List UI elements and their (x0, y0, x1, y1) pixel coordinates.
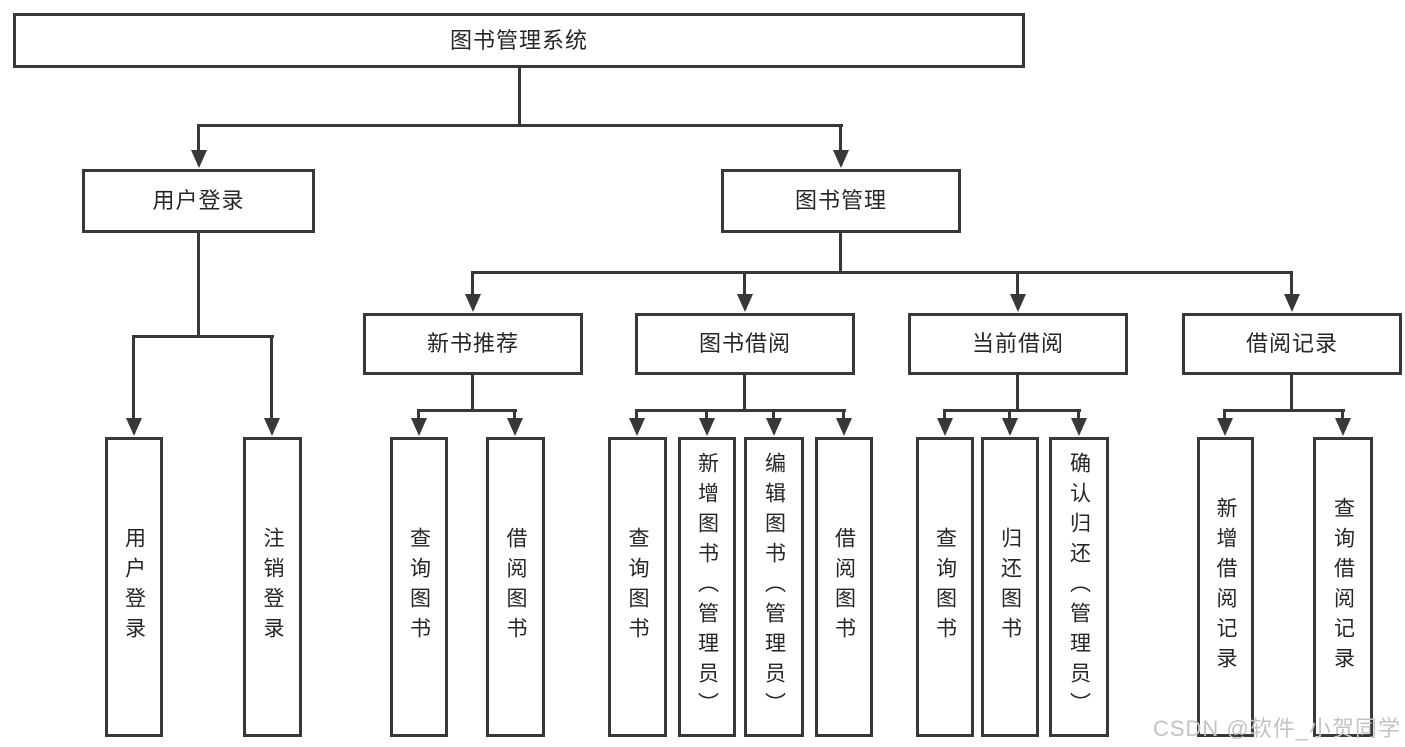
connector-stem (1341, 409, 1344, 419)
leaf-current-query-label: 查询图书 (933, 527, 957, 647)
leaf-records-query-label: 查询借阅记录 (1331, 497, 1355, 677)
leaf-borrow-edit-admin: 编辑图书（管理员） (744, 437, 804, 737)
leaf-borrow-query: 查询图书 (608, 437, 667, 737)
node-borrow-records: 借阅记录 (1182, 313, 1402, 375)
connector-newbook-bar (417, 409, 517, 412)
leaf-borrow-borrow: 借阅图书 (815, 437, 873, 737)
arrow-down-icon (1071, 418, 1087, 436)
arrow-down-icon (699, 418, 715, 436)
arrow-down-icon (766, 418, 782, 436)
leaf-newbook-borrow: 借阅图书 (486, 437, 545, 737)
leaf-borrow-query-label: 查询图书 (626, 527, 649, 647)
connector-current-bar (943, 409, 1081, 412)
connector-borrow-stub (743, 375, 746, 409)
connector-stem (772, 409, 775, 419)
connector-stem (1290, 271, 1293, 295)
arrow-down-icon (1002, 418, 1018, 436)
connector-current-stub (1016, 375, 1019, 409)
connector-stem (705, 409, 708, 419)
connector-stem (471, 271, 474, 295)
arrow-down-icon (833, 150, 849, 168)
leaf-newbook-query: 查询图书 (390, 437, 448, 737)
node-current-borrow-label: 当前借阅 (971, 331, 1064, 356)
arrow-down-icon (1335, 418, 1351, 436)
leaf-current-confirm-admin-label: 确认归还（管理员） (1067, 452, 1091, 722)
connector-bookmgmt-stub (839, 233, 842, 271)
connector-stem (743, 271, 746, 295)
connector-stem (1016, 271, 1019, 295)
connector-records-bar (1223, 409, 1345, 412)
arrow-down-icon (507, 418, 523, 436)
connector-stem (513, 409, 516, 419)
leaf-user-login: 用户登录 (105, 437, 163, 737)
connector-stem (1223, 409, 1226, 419)
arrow-down-icon (465, 294, 481, 312)
connector-stem (1008, 409, 1011, 419)
leaf-borrow-add-admin-label: 新增图书（管理员） (695, 452, 719, 722)
node-borrow-records-label: 借阅记录 (1245, 331, 1338, 356)
leaf-user-login-label: 用户登录 (122, 527, 146, 647)
leaf-borrow-borrow-label: 借阅图书 (832, 527, 856, 647)
connector-stem (1077, 409, 1080, 419)
arrow-down-icon (1284, 294, 1300, 312)
node-book-borrow: 图书借阅 (635, 313, 855, 375)
leaf-newbook-query-label: 查询图书 (407, 527, 431, 647)
node-current-borrow: 当前借阅 (908, 313, 1128, 375)
connector-root-bar (197, 124, 843, 127)
node-book-management-label: 图书管理 (794, 188, 887, 213)
node-root: 图书管理系统 (13, 13, 1025, 68)
leaf-records-add: 新增借阅记录 (1197, 437, 1254, 737)
leaf-current-confirm-admin: 确认归还（管理员） (1049, 437, 1109, 737)
connector-root-stub (518, 66, 521, 124)
leaf-logout-label: 注销登录 (261, 527, 284, 647)
leaf-borrow-add-admin: 新增图书（管理员） (678, 437, 736, 737)
leaf-records-add-label: 新增借阅记录 (1214, 497, 1237, 677)
connector-stem (635, 409, 638, 419)
connector-borrow-bar (635, 409, 846, 412)
leaf-newbook-borrow-label: 借阅图书 (504, 527, 527, 647)
node-root-label: 图书管理系统 (449, 27, 588, 53)
connector-stem (197, 124, 200, 151)
connector-userlogin-stub (197, 233, 200, 335)
leaf-logout: 注销登录 (243, 437, 302, 737)
arrow-down-icon (1217, 418, 1233, 436)
connector-records-stub (1290, 375, 1293, 409)
arrow-down-icon (264, 418, 280, 436)
leaf-current-return-label: 归还图书 (998, 527, 1022, 647)
arrow-down-icon (191, 150, 207, 168)
leaf-current-return: 归还图书 (981, 437, 1039, 737)
node-new-book-recommend-label: 新书推荐 (426, 331, 519, 356)
leaf-current-query: 查询图书 (916, 437, 974, 737)
arrow-down-icon (629, 418, 645, 436)
connector-stem (943, 409, 946, 419)
connector-stem (417, 409, 420, 419)
connector-stem (270, 335, 273, 419)
connector-newbook-stub (471, 375, 474, 409)
arrow-down-icon (836, 418, 852, 436)
connector-stem (132, 335, 135, 419)
node-new-book-recommend: 新书推荐 (363, 313, 583, 375)
arrow-down-icon (737, 294, 753, 312)
node-user-login: 用户登录 (82, 169, 315, 233)
arrow-down-icon (411, 418, 427, 436)
arrow-down-icon (1010, 294, 1026, 312)
arrow-down-icon (937, 418, 953, 436)
connector-userlogin-bar (132, 335, 274, 338)
leaf-records-query: 查询借阅记录 (1313, 437, 1373, 737)
node-user-login-label: 用户登录 (152, 188, 245, 213)
node-book-management: 图书管理 (721, 169, 961, 233)
connector-bookmgmt-bar (471, 271, 1293, 274)
csdn-watermark: CSDN @软件_小贺同学 (1152, 716, 1401, 741)
node-book-borrow-label: 图书借阅 (698, 331, 791, 356)
arrow-down-icon (126, 418, 142, 436)
connector-stem (842, 409, 845, 419)
connector-stem (839, 124, 842, 151)
leaf-borrow-edit-admin-label: 编辑图书（管理员） (762, 452, 786, 722)
